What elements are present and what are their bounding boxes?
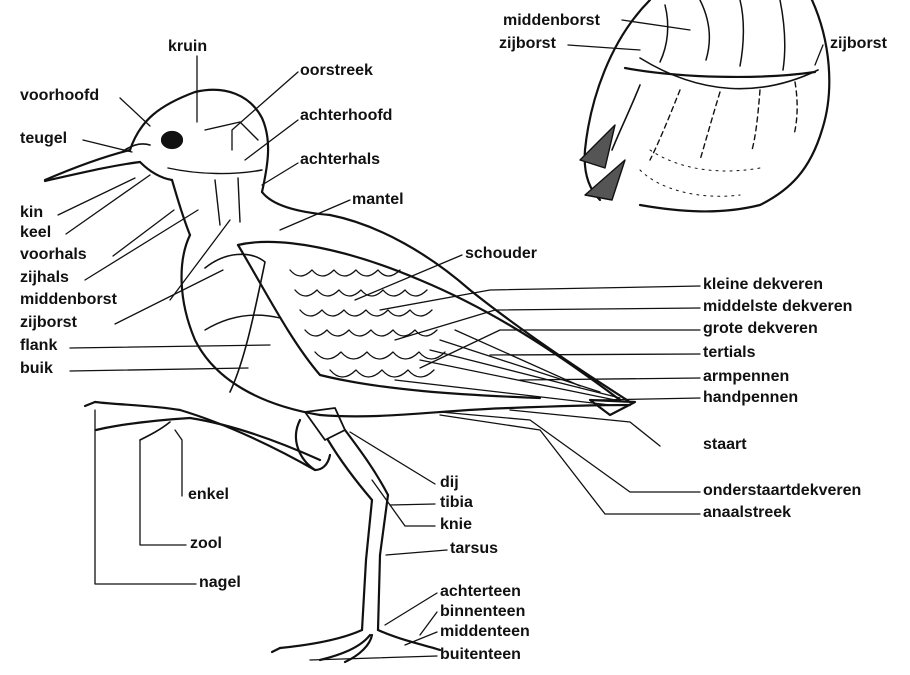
label-grote-dekveren: grote dekveren — [703, 320, 818, 338]
label-voorhoofd: voorhoofd — [20, 87, 99, 105]
label-keel: keel — [20, 224, 51, 242]
label-middenteen: middenteen — [440, 623, 530, 641]
label-tarsus: tarsus — [450, 540, 498, 558]
label-binnenteen: binnenteen — [440, 603, 525, 621]
label-anaalstreek: anaalstreek — [703, 504, 791, 522]
label-dij: dij — [440, 474, 459, 492]
label-nagel: nagel — [199, 574, 241, 592]
label-zool: zool — [190, 535, 222, 553]
label-handpennen: handpennen — [703, 389, 798, 407]
label-inset-middenborst: middenborst — [503, 12, 600, 30]
label-onderstaartdekveren: onderstaartdekveren — [703, 482, 861, 500]
label-schouder: schouder — [465, 245, 537, 263]
label-teugel: teugel — [20, 130, 67, 148]
label-kruin: kruin — [168, 38, 207, 56]
label-buik: buik — [20, 360, 53, 378]
label-enkel: enkel — [188, 486, 229, 504]
label-kleine-dekveren: kleine dekveren — [703, 276, 823, 294]
label-zijborst: zijborst — [20, 314, 77, 332]
label-buitenteen: buitenteen — [440, 646, 521, 664]
bird-drawing — [45, 90, 635, 662]
breast-inset-drawing — [580, 0, 829, 211]
label-kin: kin — [20, 204, 43, 222]
label-mantel: mantel — [352, 191, 404, 209]
label-knie: knie — [440, 516, 472, 534]
label-flank: flank — [20, 337, 57, 355]
label-staart: staart — [703, 436, 747, 454]
label-achterteen: achterteen — [440, 583, 521, 601]
label-inset-zijborst-right: zijborst — [830, 35, 887, 53]
label-middenborst: middenborst — [20, 291, 117, 309]
label-armpennen: armpennen — [703, 368, 789, 386]
label-inset-zijborst-left: zijborst — [499, 35, 556, 53]
label-achterhals: achterhals — [300, 151, 380, 169]
label-tibia: tibia — [440, 494, 473, 512]
label-zijhals: zijhals — [20, 269, 69, 287]
label-tertials: tertials — [703, 344, 755, 362]
label-middelste-dekveren: middelste dekveren — [703, 298, 852, 316]
label-achterhoofd: achterhoofd — [300, 107, 392, 125]
label-oorstreek: oorstreek — [300, 62, 373, 80]
label-voorhals: voorhals — [20, 246, 87, 264]
